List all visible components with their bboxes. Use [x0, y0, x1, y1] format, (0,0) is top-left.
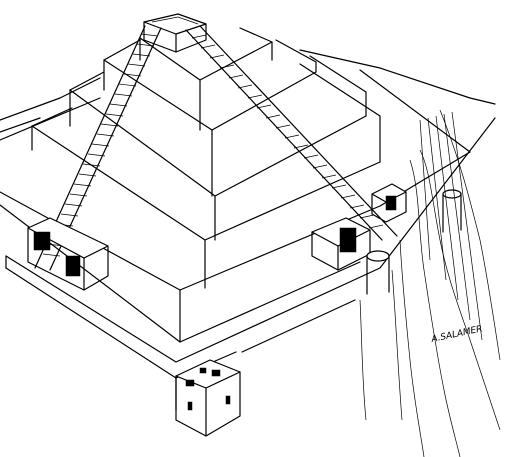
- round-bastion: [366, 250, 390, 295]
- left-gatehouse: [27, 217, 109, 291]
- artist-signature: A.SALAMER: [430, 324, 484, 345]
- corner-tower: [175, 359, 241, 437]
- right-stairway: [185, 25, 398, 241]
- right-upper-gatehouse: [371, 183, 407, 223]
- far-bastion: [442, 189, 462, 233]
- right-gatehouse: [311, 217, 371, 271]
- hillside-terrain: [359, 109, 501, 457]
- terrace-5: [139, 27, 273, 131]
- enclosure-wall: [0, 49, 496, 411]
- terrace-2: [31, 63, 381, 289]
- summit-shrine: [143, 13, 207, 53]
- terrace-3: [69, 55, 367, 241]
- terrace-4: [103, 39, 317, 197]
